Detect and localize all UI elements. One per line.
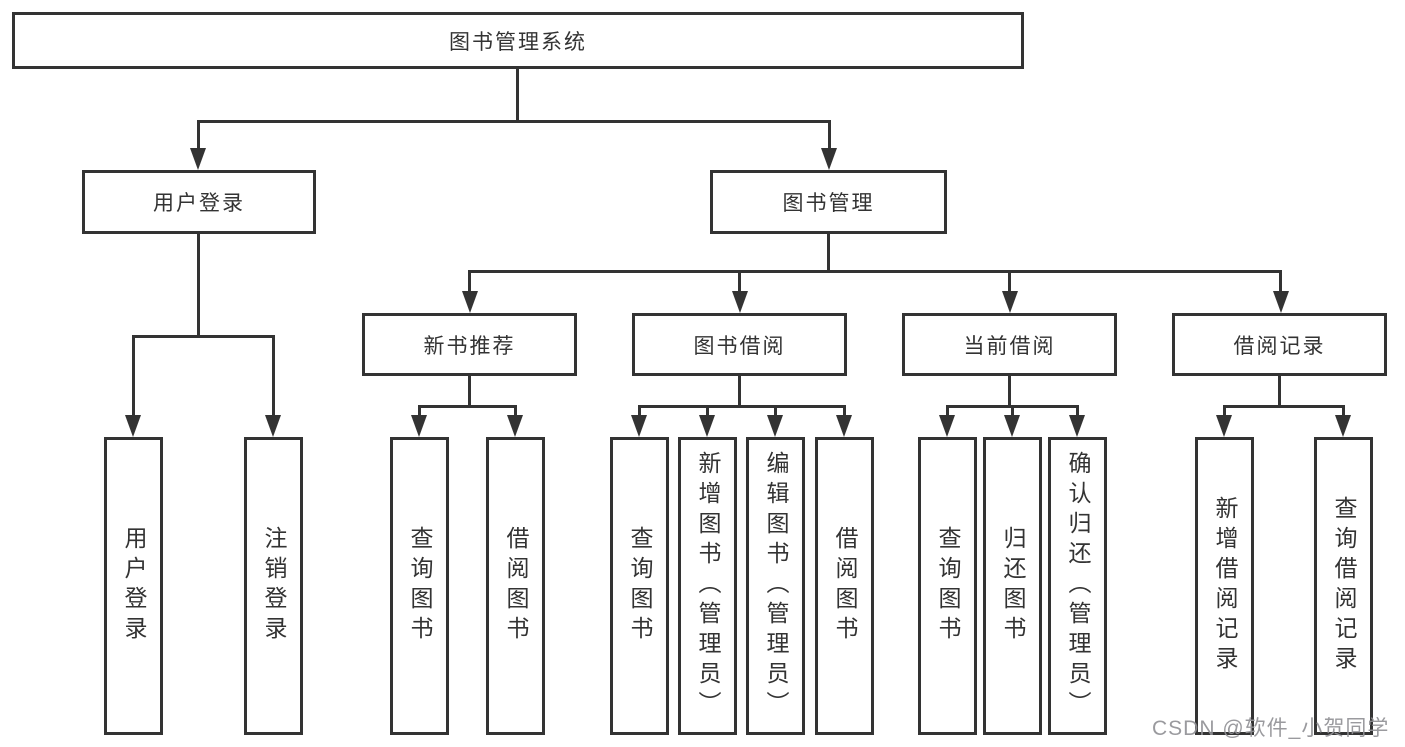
connector-line <box>197 233 200 336</box>
node-current-borrow-label: 当前借阅 <box>963 334 1056 358</box>
node-user-login: 用户登录 <box>82 170 316 234</box>
arrow-down-icon <box>1004 415 1020 437</box>
arrow-down-icon <box>125 415 141 437</box>
leaf-query-borrow-record: 查询借阅记录 <box>1314 437 1373 735</box>
arrow-down-icon <box>1273 291 1289 313</box>
arrow-down-icon <box>462 291 478 313</box>
leaf-add-book-admin: 新增图书（管理员） <box>678 437 737 735</box>
leaf-query-books-1-label: 查询图书 <box>407 526 433 646</box>
arrow-down-icon <box>836 415 852 437</box>
leaf-query-books-1: 查询图书 <box>390 437 449 735</box>
connector-line <box>132 335 275 338</box>
leaf-borrow-books-2: 借阅图书 <box>815 437 874 735</box>
connector-line <box>1011 405 1014 417</box>
leaf-return-book-label: 归还图书 <box>1000 526 1026 646</box>
arrow-down-icon <box>507 415 523 437</box>
connector-line <box>828 120 831 150</box>
connector-line <box>1076 405 1079 417</box>
connector-line <box>1008 376 1011 405</box>
arrow-down-icon <box>411 415 427 437</box>
connector-line <box>468 270 471 293</box>
connector-line <box>272 335 275 417</box>
connector-line <box>514 405 517 417</box>
connector-line <box>418 405 421 417</box>
connector-line <box>1008 270 1011 293</box>
watermark: CSDN @软件_小贺同学 <box>1152 717 1390 740</box>
connector-line <box>1223 405 1345 408</box>
arrow-down-icon <box>1002 291 1018 313</box>
connector-line <box>738 270 741 293</box>
leaf-add-book-admin-label: 新增图书（管理员） <box>695 451 721 721</box>
node-book-management: 图书管理 <box>710 170 947 234</box>
leaf-borrow-books-2-label: 借阅图书 <box>832 526 858 646</box>
leaf-borrow-books-1-label: 借阅图书 <box>503 526 529 646</box>
arrow-down-icon <box>699 415 715 437</box>
arrow-down-icon <box>1216 415 1232 437</box>
connector-line <box>197 120 831 123</box>
leaf-add-borrow-record: 新增借阅记录 <box>1195 437 1254 735</box>
arrow-down-icon <box>767 415 783 437</box>
connector-line <box>774 405 777 417</box>
leaf-logout-label: 注销登录 <box>261 526 287 646</box>
connector-line <box>706 405 709 417</box>
leaf-user-login-label: 用户登录 <box>121 526 147 646</box>
leaf-edit-book-admin-label: 编辑图书（管理员） <box>763 451 789 721</box>
leaf-user-login: 用户登录 <box>104 437 163 735</box>
arrow-down-icon <box>265 415 281 437</box>
arrow-down-icon <box>1335 415 1351 437</box>
connector-line <box>418 405 517 408</box>
leaf-borrow-books-1: 借阅图书 <box>486 437 545 735</box>
node-book-borrow-label: 图书借阅 <box>693 334 786 358</box>
arrow-down-icon <box>939 415 955 437</box>
leaf-query-borrow-record-label: 查询借阅记录 <box>1331 496 1357 676</box>
node-new-book-recommend: 新书推荐 <box>362 313 577 376</box>
node-borrow-records: 借阅记录 <box>1172 313 1387 376</box>
connector-line <box>1278 376 1281 405</box>
arrow-down-icon <box>1069 415 1085 437</box>
leaf-confirm-return-admin-label: 确认归还（管理员） <box>1065 451 1091 721</box>
arrow-down-icon <box>821 148 837 170</box>
connector-line <box>468 270 1282 273</box>
leaf-add-borrow-record-label: 新增借阅记录 <box>1212 496 1238 676</box>
connector-line <box>1342 405 1345 417</box>
leaf-query-books-3: 查询图书 <box>918 437 977 735</box>
arrow-down-icon <box>190 148 206 170</box>
node-current-borrow: 当前借阅 <box>902 313 1117 376</box>
connector-line <box>638 405 641 417</box>
connector-line <box>468 376 471 405</box>
connector-line <box>738 376 741 405</box>
connector-line <box>1279 270 1282 293</box>
leaf-query-books-3-label: 查询图书 <box>935 526 961 646</box>
connector-line <box>946 405 949 417</box>
node-root: 图书管理系统 <box>12 12 1024 69</box>
node-book-borrow: 图书借阅 <box>632 313 847 376</box>
leaf-confirm-return-admin: 确认归还（管理员） <box>1048 437 1107 735</box>
node-book-management-label: 图书管理 <box>782 192 875 215</box>
leaf-logout: 注销登录 <box>244 437 303 735</box>
node-borrow-records-label: 借阅记录 <box>1233 334 1326 358</box>
connector-line <box>1223 405 1226 417</box>
leaf-query-books-2-label: 查询图书 <box>627 526 653 646</box>
connector-line <box>638 405 846 408</box>
node-root-label: 图书管理系统 <box>449 30 587 54</box>
arrow-down-icon <box>732 291 748 313</box>
leaf-return-book: 归还图书 <box>983 437 1042 735</box>
connector-line <box>827 233 830 270</box>
connector-line <box>516 68 519 120</box>
node-new-book-recommend-label: 新书推荐 <box>423 334 516 358</box>
connector-line <box>197 120 200 150</box>
connector-line <box>132 335 135 417</box>
leaf-edit-book-admin: 编辑图书（管理员） <box>746 437 805 735</box>
connector-line <box>843 405 846 417</box>
node-user-login-label: 用户登录 <box>153 192 245 215</box>
arrow-down-icon <box>631 415 647 437</box>
leaf-query-books-2: 查询图书 <box>610 437 669 735</box>
